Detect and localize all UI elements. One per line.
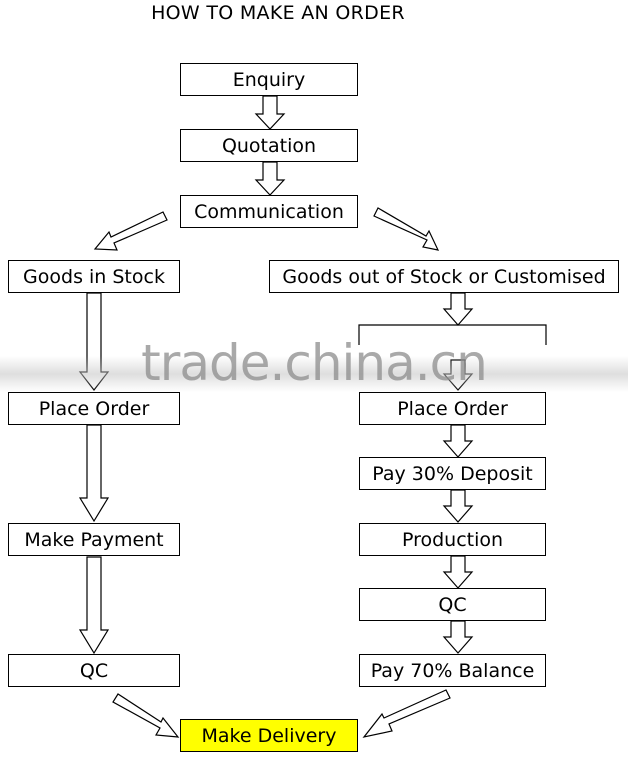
arrow-place-order-to-make-payment [78, 424, 110, 523]
arrow-production-to-qc [442, 555, 474, 589]
arrow-place-order-to-deposit [442, 424, 474, 458]
arrow-balance-to-delivery [362, 689, 451, 738]
node-make-delivery: Make Delivery [180, 719, 358, 752]
arrow-communication-to-goods-out-of-stock [373, 207, 440, 251]
arrow-qc-to-balance [442, 620, 474, 654]
page-title: HOW TO MAKE AN ORDER [151, 2, 405, 24]
node-right-place-order: Place Order [359, 392, 546, 425]
arrow-make-payment-to-qc [78, 556, 110, 655]
watermark-band [0, 356, 628, 392]
node-goods-in-stock: Goods in Stock [8, 260, 180, 293]
watermark: trade.china.cn [141, 334, 488, 392]
bracket-connector [358, 324, 547, 345]
node-pay-deposit: Pay 30% Deposit [359, 457, 546, 490]
arrow-left-qc-to-delivery [112, 693, 180, 738]
node-left-qc: QC [8, 654, 180, 687]
arrow-deposit-to-production [442, 489, 474, 523]
arrow-quotation-to-communication [254, 161, 286, 196]
node-communication: Communication [180, 195, 358, 228]
arrow-enquiry-to-quotation [254, 95, 286, 130]
node-pay-balance: Pay 70% Balance [359, 654, 546, 687]
node-left-place-order: Place Order [8, 392, 180, 425]
node-right-qc: QC [359, 588, 546, 621]
node-make-payment: Make Payment [8, 523, 180, 556]
arrow-goods-out-to-bracket [442, 292, 474, 326]
node-quotation: Quotation [180, 129, 358, 162]
node-production: Production [359, 523, 546, 556]
arrow-communication-to-goods-in-stock [93, 211, 168, 251]
node-enquiry: Enquiry [180, 63, 358, 96]
node-goods-out-of-stock: Goods out of Stock or Customised [269, 260, 619, 293]
